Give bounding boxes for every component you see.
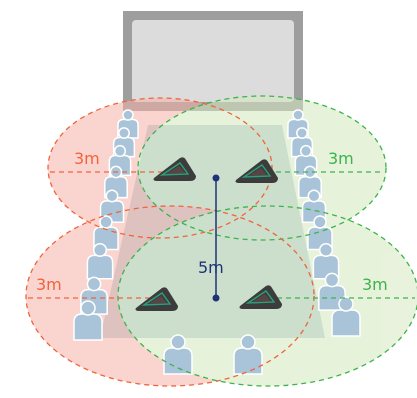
label-top-left-radius: 3m [74,149,100,168]
zone-top-left-outline [47,97,273,239]
conference-mic-icon [153,157,196,181]
distance-endpoint-top [212,174,220,182]
person-seat-icon [86,242,114,280]
conference-mic-icon [239,285,282,309]
display-screen-icon [123,11,303,111]
person-seat-icon [163,334,193,375]
label-bottom-left-radius: 3m [36,275,62,294]
distance-endpoint-bottom [212,294,220,302]
conference-mic-icon [235,159,278,183]
radius-lines [28,171,415,299]
person-seat-icon [73,300,103,341]
person-seat-icon [331,296,361,337]
coverage-zones [26,96,417,386]
zone-top-right-outline [137,95,387,241]
label-top-right-radius: 3m [328,149,354,168]
zone-bottom-right-outline [117,205,417,387]
conference-mic-icon [135,287,178,311]
seats-group [73,109,361,375]
person-seat-icon [233,334,263,375]
zone-outlines [25,95,417,387]
label-bottom-right-radius: 3m [362,275,388,294]
label-mic-distance: 5m [198,258,224,277]
mic-distance-marker [212,174,220,302]
zone-bottom-left-outline [25,205,315,387]
microphones-group [135,157,282,311]
